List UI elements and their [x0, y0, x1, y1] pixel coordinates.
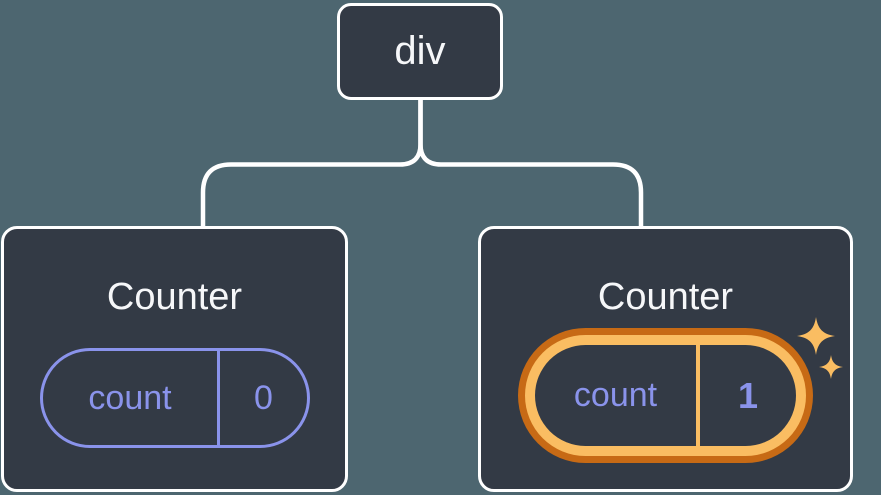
- counter-card-left: Counter count 0: [1, 226, 348, 492]
- state-pill: count 0: [40, 348, 310, 448]
- counter-card-right: Counter count 1: [478, 226, 853, 492]
- card-title: Counter: [106, 276, 243, 318]
- state-pill-highlight-ring-inner: count 1: [525, 335, 806, 456]
- sparkle-large-icon: [797, 317, 835, 355]
- state-pill-label: count: [43, 351, 220, 445]
- sparkle-small-icon: [819, 355, 843, 379]
- state-pill: count 1: [535, 345, 796, 446]
- root-node-div: div: [337, 3, 503, 100]
- connector-right-branch: [418, 99, 644, 228]
- state-pill-value: 0: [254, 378, 273, 417]
- state-pill-highlight-ring: count 1: [518, 328, 813, 463]
- state-pill-label: count: [535, 345, 700, 446]
- card-title: Counter: [597, 276, 734, 318]
- state-pill-value: 1: [737, 374, 759, 416]
- connector-left-branch: [200, 99, 423, 228]
- root-node-label: div: [394, 29, 446, 73]
